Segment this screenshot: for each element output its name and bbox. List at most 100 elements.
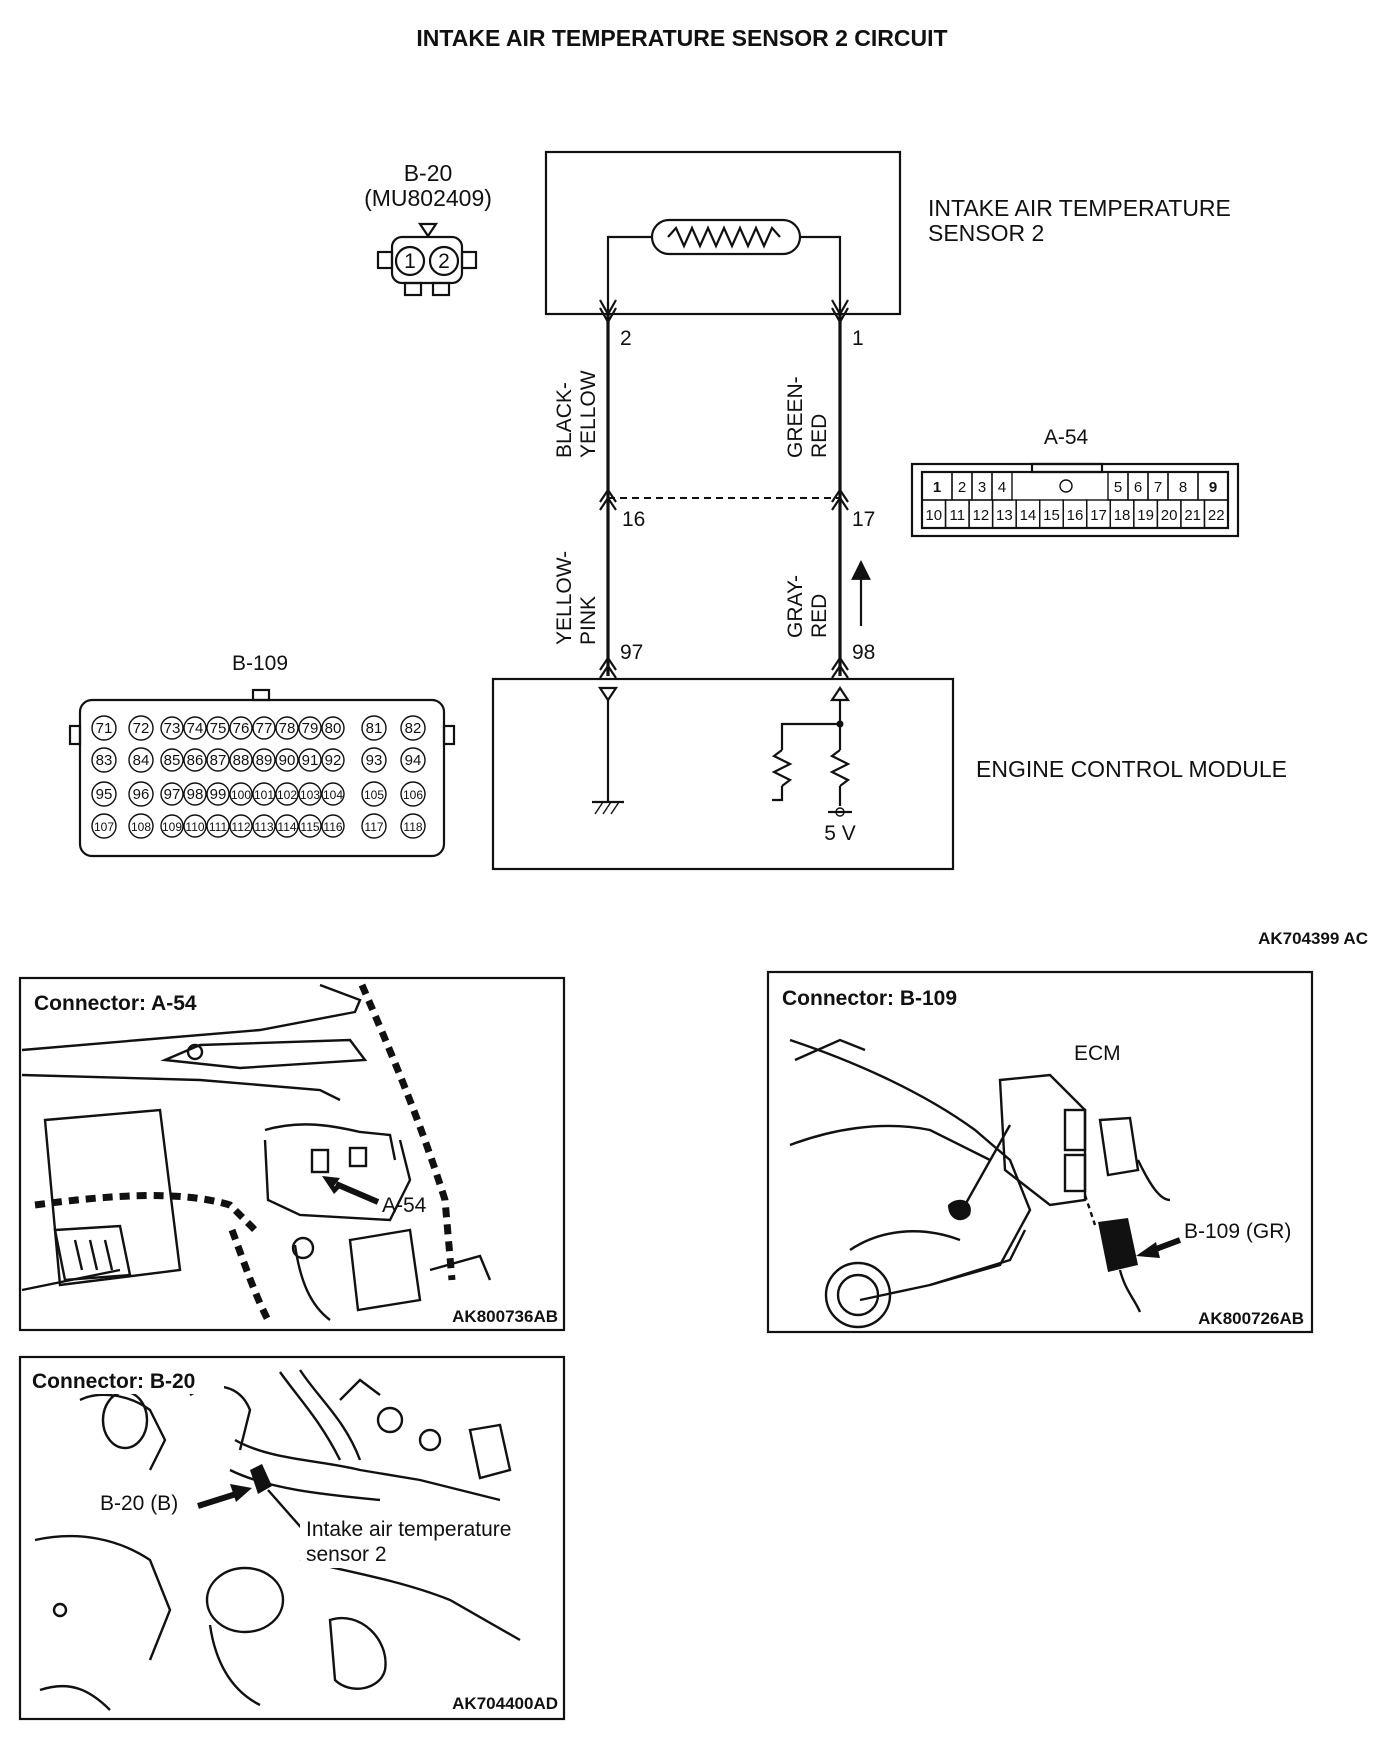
b109-pin [361,813,387,839]
panel-b109-callout: B-109 (GR) [1184,1220,1291,1243]
b109-pin-label: 79 [302,720,319,737]
a54-main-harness [34,1192,258,1233]
a54-pin-label: 2 [958,479,966,496]
panel-b20-sensor-line1: Intake air temperature [306,1518,511,1541]
a54-pin-label: 13 [996,507,1013,524]
b20-coil-pack [468,1423,512,1480]
wire-right-lower-color: GRAY- RED [784,575,831,638]
a54-relay-pin-2 [88,1239,99,1271]
b109-pin [321,782,345,806]
b20-sensor-leader [267,1489,306,1533]
b109-pin [400,781,426,807]
a54-connector-plug-2 [348,1146,368,1168]
panel-a54-title-bg [28,986,230,1016]
b109-pin [229,748,253,772]
ecm-supply-node [835,807,845,817]
ecm-arrow-left-a [599,656,617,671]
wire-right-pin-joint: 17 [852,508,875,531]
sensor-outline [544,150,902,316]
b109-pin-label: 82 [405,720,422,737]
wire-left-lower-color-line1: YELLOW- [553,551,576,645]
ecm-resistor-left [771,749,793,787]
a54-pin-label: 3 [978,479,986,496]
b109-pin-label: 72 [133,720,150,737]
b20-callout-arrow-icon [230,1484,252,1502]
a54-bracket [160,1038,368,1070]
b109-pin-label: 83 [96,752,113,769]
b109-pin [91,813,117,839]
b20-intake-duct [79,1393,167,1471]
b20-pulley [328,1617,387,1690]
b109-pin-label: 88 [233,752,250,769]
b109-pin [229,782,253,806]
b109-car-windshield [789,1124,991,1162]
thermistor-resistor-symbol [667,225,781,249]
panel-b20: Connector: B-20 B-20 (B) Intake air temp… [18,1355,566,1721]
b109-pin [206,748,230,772]
b109-pin [361,747,387,773]
b20-left-tab [376,250,394,270]
b109-pin-label: 118 [403,820,422,834]
b109-pin [275,782,299,806]
b109-pin-label: 104 [323,788,343,802]
joint-arrow-right-a [831,488,849,503]
a54-pin-label: 14 [1020,507,1037,524]
a54-harness-branch [264,1123,397,1161]
b109-connector-id: B-109 [232,652,288,675]
b20-part-number: (MU802409) [364,185,492,211]
b109-ecm-unit [998,1073,1087,1207]
ecm-input-triangle-left [597,686,619,702]
b109-pin-label: 108 [131,820,151,834]
ecm-ground-hatch-3 [610,801,620,815]
wire-left-upper-color-line2: YELLOW [577,370,600,458]
sensor-box [544,150,902,316]
a54-lower-edge [21,1268,121,1292]
circuit-wires [599,299,871,679]
b20-key-marker [417,222,439,238]
b109-pin [321,814,345,838]
b109-pin [183,716,207,740]
panel-a54-title: Connector: A-54 [34,992,197,1015]
panel-a54-frame [18,976,566,1332]
b109-pin [275,716,299,740]
a54-center-mark [1059,479,1073,493]
b109-pin-label: 86 [187,752,204,769]
a54-pin-label: 5 [1114,479,1122,496]
b109-pin [361,781,387,807]
b109-pin [128,747,154,773]
b109-pin-label: 76 [233,720,250,737]
page-title: INTAKE AIR TEMPERATURE SENSOR 2 CIRCUIT [416,25,947,51]
b109-pin-label: 117 [364,820,383,834]
b109-pin [160,814,184,838]
a54-lower-clip [429,1254,492,1281]
b109-pin-label: 113 [254,820,273,834]
a54-relay-block [53,1224,132,1282]
b109-pin [160,748,184,772]
thermistor-body [650,218,802,256]
panel-b109-title: Connector: B-109 [782,987,957,1010]
ecm-supply-voltage: 5 V [824,822,856,845]
b109-pin-label: 90 [279,752,296,769]
b109-car-bumper [929,1229,1027,1287]
a54-pin-label: 10 [925,507,942,524]
b20-pin-1-label: 1 [404,250,416,273]
b109-key [251,688,271,702]
joint-arrow-right-b [831,496,849,511]
ecm-branch-lead [780,722,840,750]
panel-b20-code: AK704400AD [452,1694,558,1713]
a54-pin-label: 16 [1067,507,1084,524]
b109-car-wheel [824,1261,892,1329]
a54-pin-label: 11 [950,507,966,524]
b109-pin-label: 97 [164,786,181,803]
panel-a54-code-bg [432,1303,560,1327]
sensor-pin2-arrow-b [599,307,617,325]
panel-b109-car-drawing [789,1038,1171,1329]
b109-pin [400,813,426,839]
panel-a54-engine-bay-drawing [21,983,492,1322]
b109-pin-label: 87 [210,752,227,769]
wire-left-upper-color-line1: BLACK- [553,382,576,458]
a54-callout-arrow-shaft [334,1181,380,1205]
b109-pin-label: 102 [277,788,297,802]
b109-car-wheel-inner [836,1273,880,1317]
b109-pin [183,782,207,806]
